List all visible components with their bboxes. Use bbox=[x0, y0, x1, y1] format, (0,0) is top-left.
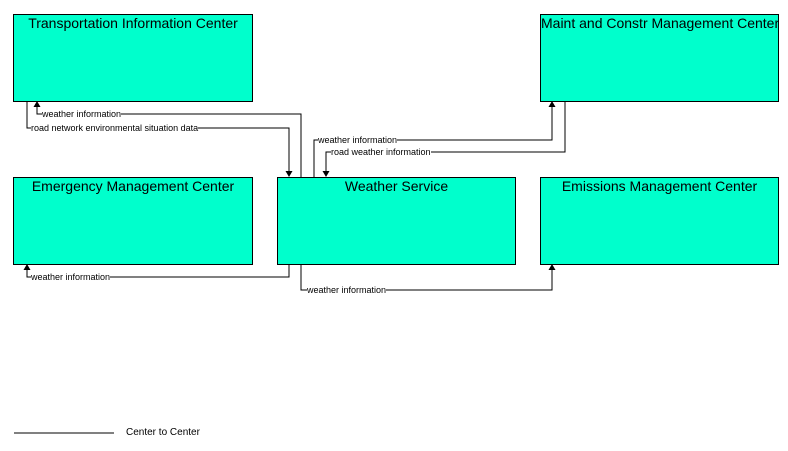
node-emergency-management-center[interactable]: Emergency Management Center bbox=[13, 177, 253, 265]
node-emissions-management-center[interactable]: Emissions Management Center bbox=[540, 177, 779, 265]
node-label: Emissions Management Center bbox=[561, 178, 758, 194]
node-label: Weather Service bbox=[344, 178, 449, 194]
flow-label-ws-to-tic: weather information bbox=[42, 109, 122, 119]
flow-label-mcmc-to-ws: road weather information bbox=[331, 147, 431, 157]
arrowhead-mcmc-weather bbox=[548, 101, 556, 107]
flow-line-ws-to-emc bbox=[26, 264, 290, 278]
flow-label-tic-to-ws: road network environmental situation dat… bbox=[31, 123, 199, 133]
flow-line-ws-to-mcmc bbox=[313, 106, 553, 177]
node-label: Maint and Constr Management Center bbox=[541, 15, 780, 31]
arrowhead-emissions-weather bbox=[548, 264, 556, 270]
flow-line-ws-to-emissions bbox=[300, 264, 553, 291]
flow-label-ws-to-mcmc: weather information bbox=[318, 135, 398, 145]
node-maint-constr-management-center[interactable]: Maint and Constr Management Center bbox=[540, 14, 779, 102]
arrowhead-tic-weather bbox=[33, 101, 41, 107]
flow-line-mcmc-to-ws bbox=[325, 101, 566, 172]
flow-label-ws-to-emc: weather information bbox=[31, 272, 111, 282]
flow-label-ws-to-emissions: weather information bbox=[307, 285, 387, 295]
arrowhead-emc-weather bbox=[23, 264, 31, 270]
legend-label-center-to-center: Center to Center bbox=[126, 427, 200, 438]
node-weather-service[interactable]: Weather Service bbox=[277, 177, 516, 265]
arrowhead-ws-road-network bbox=[285, 171, 293, 177]
arrowhead-ws-road-weather bbox=[322, 171, 330, 177]
flow-line-ws-to-tic bbox=[36, 106, 302, 177]
node-transportation-information-center[interactable]: Transportation Information Center bbox=[13, 14, 253, 102]
node-label: Emergency Management Center bbox=[31, 178, 235, 194]
node-label: Transportation Information Center bbox=[28, 15, 238, 31]
